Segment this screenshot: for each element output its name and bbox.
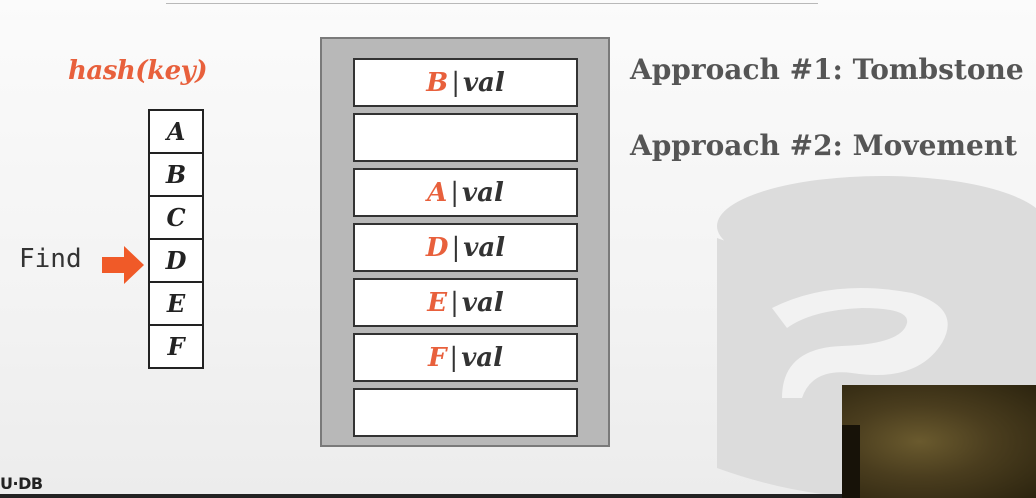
slot-key: F: [427, 342, 447, 373]
slot-value: val: [462, 67, 505, 98]
slot-value: val: [462, 177, 504, 208]
slot-separator: |: [449, 342, 459, 373]
slot-value: val: [461, 287, 504, 318]
slot-value: val: [463, 232, 506, 263]
approach-tombstone-heading: Approach #1: Tombstone: [630, 53, 1024, 86]
right-arrow-icon: [102, 246, 144, 284]
slot-separator: |: [451, 67, 460, 98]
slot-separator: |: [450, 177, 460, 208]
video-figure: [842, 425, 860, 498]
key-cell: D: [150, 240, 202, 283]
hash-function-label: hash(key): [68, 56, 208, 86]
slot-key: B: [426, 67, 449, 98]
slot-key: D: [425, 232, 449, 263]
speaker-video-feed: [842, 385, 1036, 498]
slot-separator: |: [451, 232, 461, 263]
key-cell: F: [167, 332, 185, 361]
hash-table-slot-empty: [353, 113, 578, 162]
key-cell: C: [150, 197, 202, 240]
key-cell: B: [150, 154, 202, 197]
hash-table-slot: E|val: [353, 278, 578, 327]
approach-movement-heading: Approach #2: Movement: [630, 129, 1018, 162]
slot-key: A: [427, 177, 448, 208]
top-divider: [166, 3, 818, 4]
bottom-bar: [0, 494, 1036, 498]
hash-table: B|val A|val D|val E|val F|val: [320, 37, 610, 447]
slot-key: E: [427, 287, 448, 318]
hash-table-slot: B|val: [353, 58, 578, 107]
hash-table-slot: A|val: [353, 168, 578, 217]
course-logo: U·DB: [0, 474, 43, 493]
slot-separator: |: [450, 287, 459, 318]
hash-table-slot-empty: [353, 388, 578, 437]
slot-value: val: [461, 342, 504, 373]
find-label: Find: [19, 244, 82, 274]
hash-table-slot: F|val: [353, 333, 578, 382]
hash-table-slot: D|val: [353, 223, 578, 272]
key-cell: E: [150, 283, 202, 326]
key-cell: A: [150, 111, 202, 154]
key-list: A B C D E F: [148, 109, 204, 369]
